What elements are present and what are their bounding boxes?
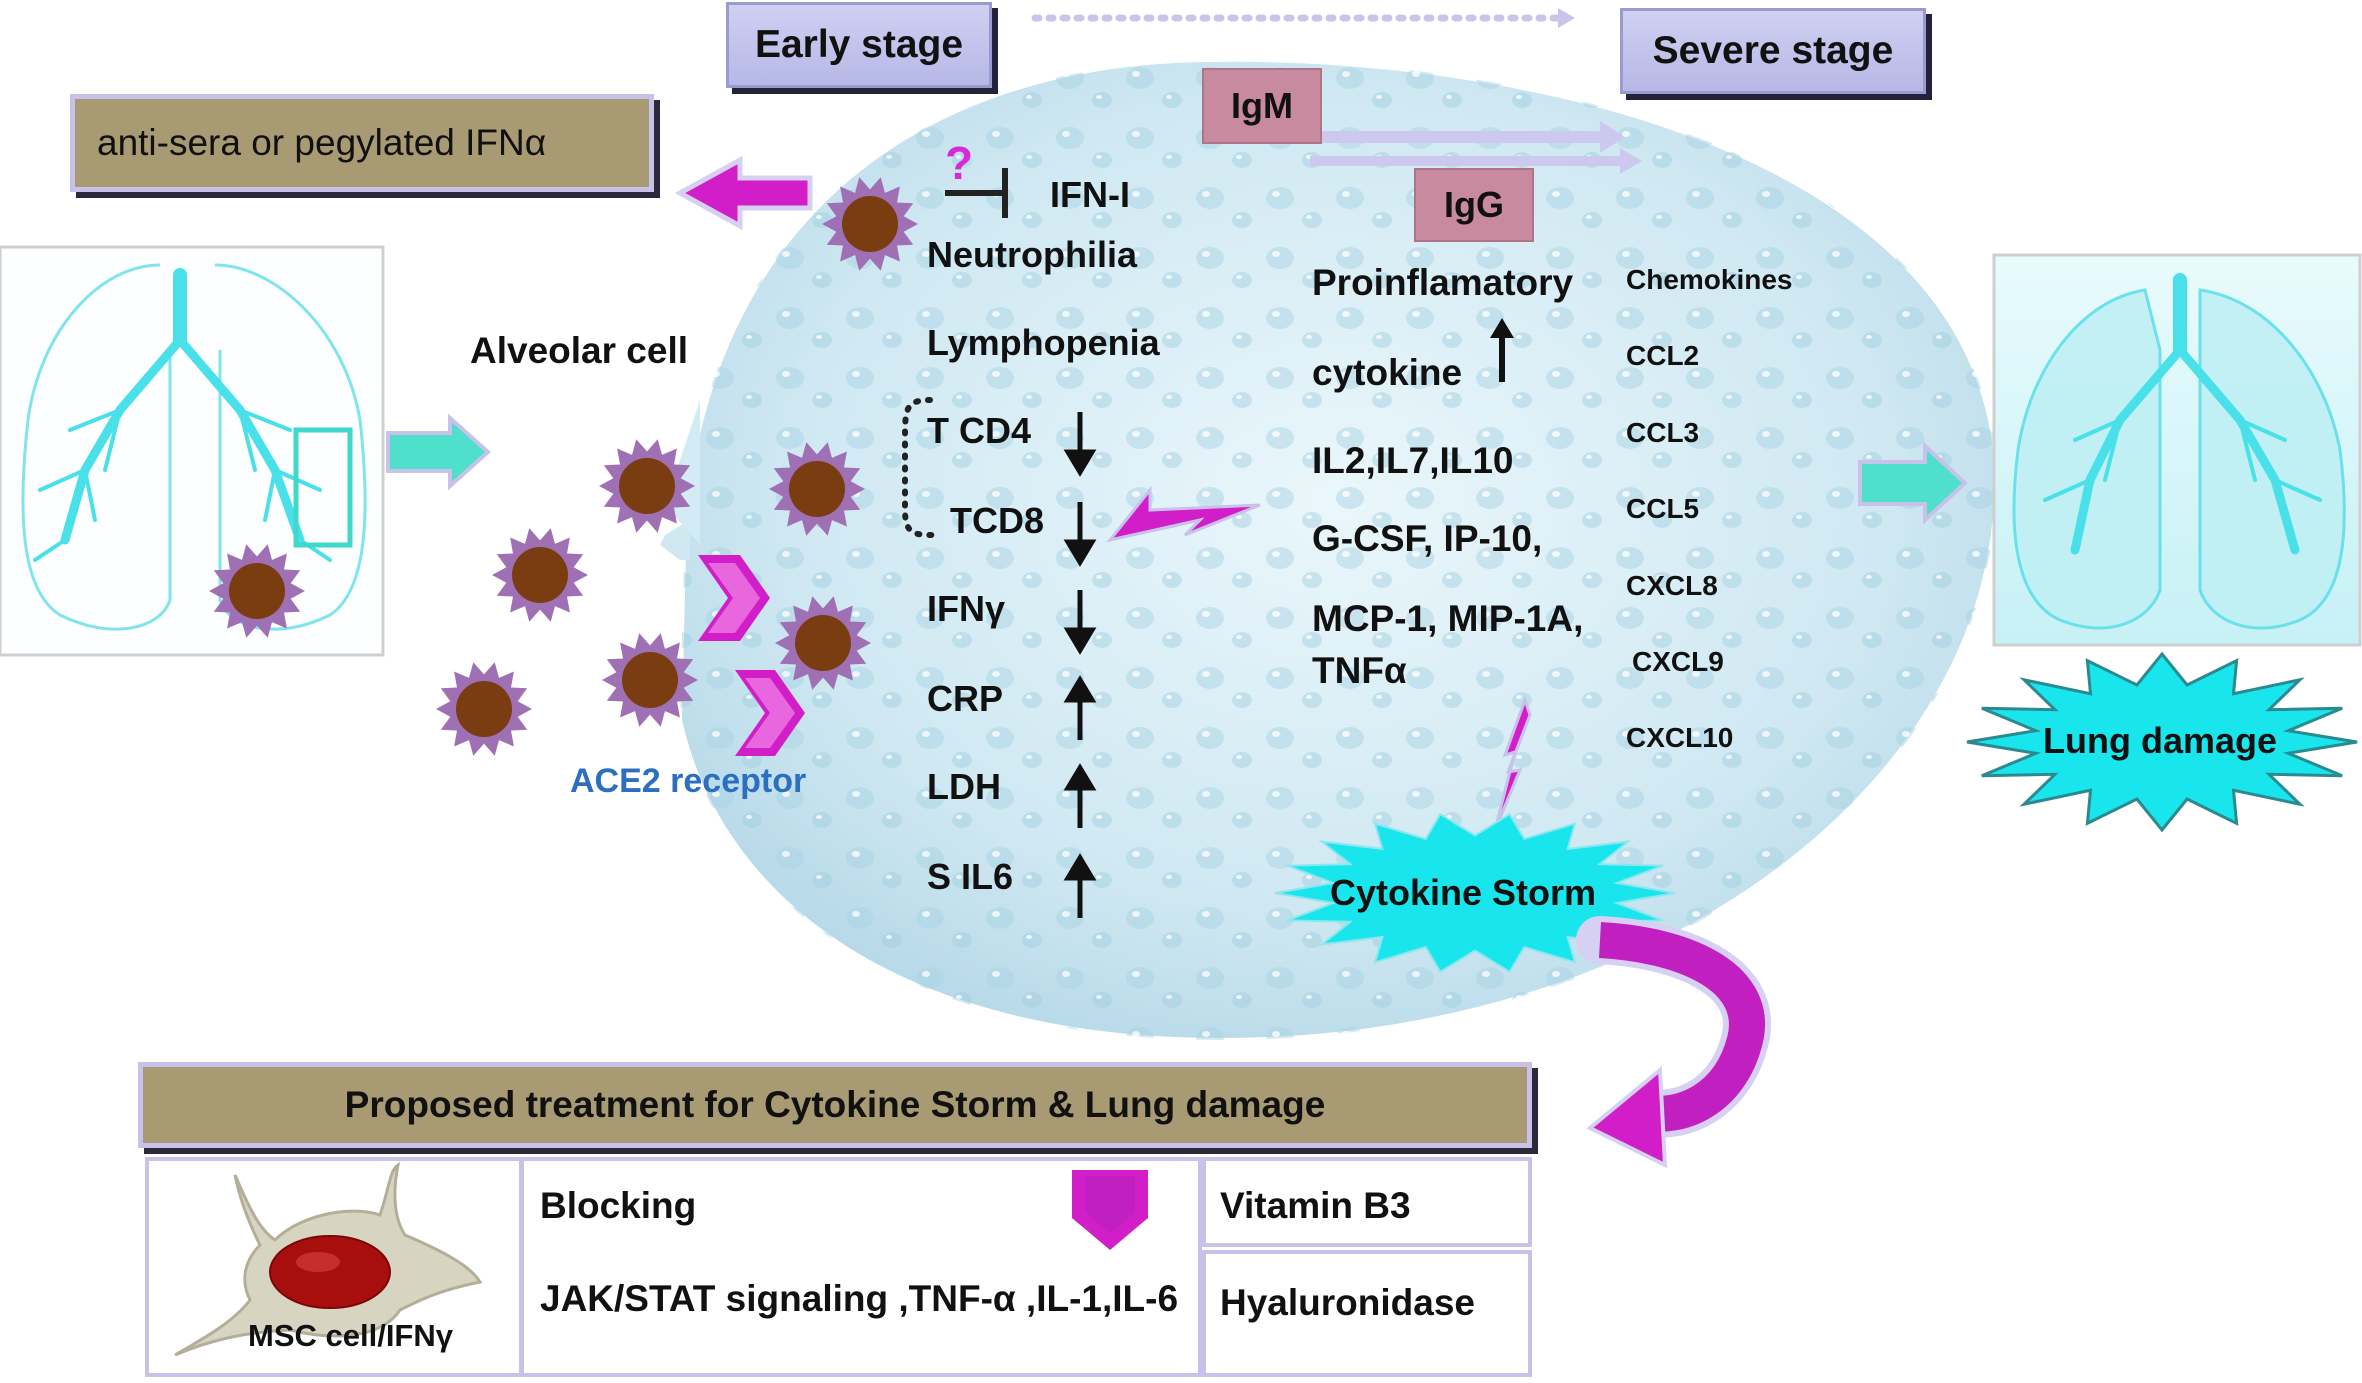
treatment-header-label: Proposed treatment for Cytokine Storm & … — [344, 1084, 1326, 1125]
hyaluronidase-box — [1202, 1250, 1532, 1377]
neutrophilia-label: Neutrophilia — [927, 234, 1138, 275]
blocking-box — [520, 1157, 1202, 1377]
severe-stage-box: Severe stage — [1620, 8, 1926, 94]
vitamin-box — [1202, 1157, 1532, 1247]
virus-icon — [599, 439, 695, 533]
virus-icon — [775, 596, 871, 690]
lightning-icon — [1106, 485, 1261, 543]
virus-icon — [436, 662, 532, 756]
cytokine-list-2: G-CSF, IP-10, — [1312, 518, 1543, 559]
down-arrow-icon — [1063, 590, 1097, 655]
lung-damage-label: Lung damage — [2043, 720, 2278, 761]
ace2-receptor-label: ACE2 receptor — [570, 762, 807, 800]
virus-icon — [492, 528, 588, 622]
right-lung-bronchi — [2043, 273, 2322, 555]
marker-label: S IL6 — [927, 856, 1014, 897]
marker-label: LDH — [927, 766, 1001, 807]
marker-label: TCD8 — [950, 500, 1045, 541]
chemokine-item: CXCL9 — [1632, 646, 1724, 677]
msc-cell-icon — [174, 1161, 483, 1357]
chemokine-item: CCL5 — [1626, 493, 1700, 524]
msc-cell-label: MSC cell/IFNγ — [248, 1318, 453, 1353]
igg-box: IgG — [1414, 168, 1534, 242]
vitamin-label: Vitamin B3 — [1220, 1185, 1411, 1226]
proinflammatory-label: Proinflamatory — [1312, 262, 1574, 303]
ifn-i-label: IFN-I — [1050, 174, 1130, 215]
up-arrow-icon — [1063, 853, 1097, 918]
alveolar-cell-label: Alveolar cell — [470, 330, 689, 371]
up-arrow-icon — [1063, 763, 1097, 828]
virus-icon — [822, 177, 918, 271]
igm-box: IgM — [1202, 68, 1322, 144]
marker-label: CRP — [927, 678, 1004, 719]
marker-label: IFNγ — [927, 588, 1006, 629]
right-lung-outline — [2012, 288, 2346, 630]
cytokine-storm-label: Cytokine Storm — [1330, 872, 1597, 913]
cytokine-list-3: MCP-1, MIP-1A, — [1312, 598, 1584, 639]
up-arrow-icon — [1063, 675, 1097, 740]
cytokine-label: cytokine — [1312, 352, 1463, 393]
chemokine-item: CXCL10 — [1626, 722, 1734, 753]
virus-icon — [209, 544, 305, 638]
early-stage-box: Early stage — [726, 2, 992, 88]
down-arrow-icon — [1063, 412, 1097, 477]
virus-icon — [602, 633, 698, 727]
cytokine-list-1: IL2,IL7,IL10 — [1312, 440, 1514, 481]
chemokine-item: CCL2 — [1626, 340, 1700, 371]
blocking-targets-label: JAK/STAT signaling ,TNF-α ,IL-1,IL-6 — [540, 1278, 1179, 1319]
down-arrow-icon — [1063, 502, 1097, 567]
hyaluronidase-label: Hyaluronidase — [1220, 1282, 1475, 1323]
marker-arrows — [1063, 412, 1097, 918]
chemokines-header: Chemokines — [1626, 264, 1793, 295]
virus-particles — [209, 177, 918, 756]
chemokine-item: CXCL8 — [1626, 570, 1718, 601]
virus-icon — [769, 442, 865, 536]
question-mark: ? — [945, 137, 974, 189]
cytokine-list-4: TNFα — [1312, 650, 1407, 691]
anti-sera-label: anti-sera or pegylated IFNα — [97, 122, 547, 163]
blocking-label: Blocking — [540, 1185, 697, 1226]
anti-sera-box: anti-sera or pegylated IFNα — [70, 94, 654, 192]
chemokine-item: CCL3 — [1626, 417, 1700, 448]
lymphopenia-label: Lymphopenia — [927, 322, 1160, 363]
marker-label: T CD4 — [927, 410, 1032, 451]
treatment-header: Proposed treatment for Cytokine Storm & … — [138, 1062, 1532, 1148]
